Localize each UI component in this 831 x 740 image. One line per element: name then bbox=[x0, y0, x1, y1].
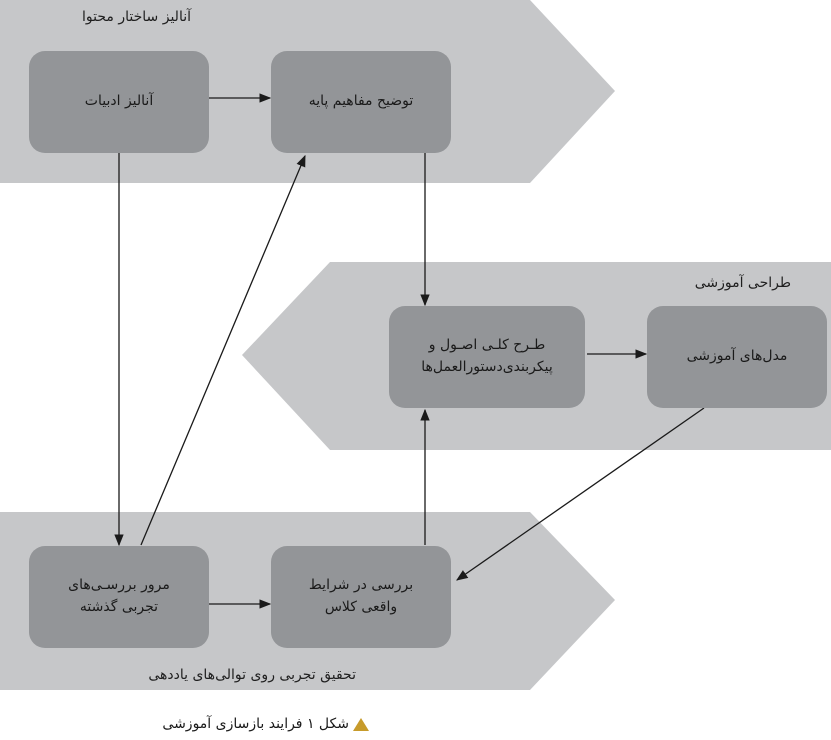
band-content-label: آنالیز ساختار محتوا bbox=[82, 9, 191, 25]
node-literature-analysis: آنالیز ادبیات bbox=[29, 51, 209, 153]
node-instructional-models: مدل‌های آموزشی bbox=[647, 306, 827, 408]
triangle-icon bbox=[353, 717, 369, 731]
figure-caption: شکل ۱ فرایند بازسازی آموزشی bbox=[162, 716, 369, 732]
node-past-review: مرور بررسـی‌های تجربی گذشته bbox=[29, 546, 209, 648]
caption-text: شکل ۱ فرایند بازسازی آموزشی bbox=[162, 716, 349, 732]
arrow-review-to-concepts bbox=[140, 154, 306, 546]
node-classroom-study: بررسی در شرایط واقعی کلاس bbox=[271, 546, 451, 648]
arrow-models-to-classroom bbox=[456, 407, 705, 581]
node-general-plan: طـرح کلـی اصـول و پیکربندی‌دستورالعمل‌ها bbox=[389, 306, 585, 408]
band-research-label: تحقیق تجربی روی توالی‌های یاددهی bbox=[148, 667, 356, 683]
band-design-label: طراحی آموزشی bbox=[694, 275, 791, 291]
node-basic-concepts: توضیح مفاهیم پایه bbox=[271, 51, 451, 153]
